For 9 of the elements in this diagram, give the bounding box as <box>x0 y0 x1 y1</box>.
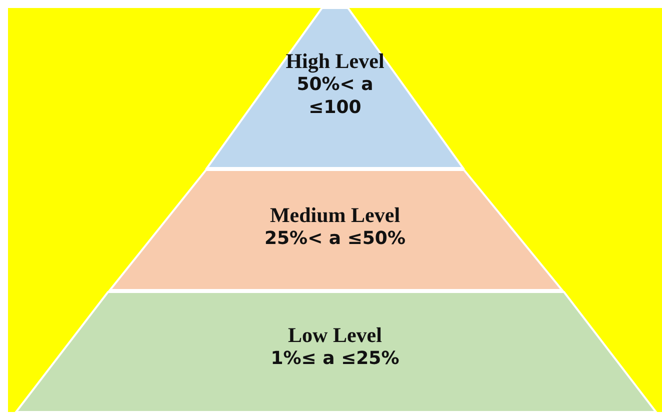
tier-title: Low Level <box>287 322 383 348</box>
tier-title: Medium Level <box>268 202 402 228</box>
pyramid-tier <box>110 170 562 290</box>
tier-title: High Level <box>284 48 386 74</box>
tier-range: 50%< a ≤100 <box>296 74 374 120</box>
pyramid-tier <box>207 8 463 168</box>
pyramid-tier <box>16 292 656 412</box>
tier-range: 1%≤ a ≤25% <box>270 348 400 371</box>
tier-range: 25%< a ≤50% <box>263 228 406 251</box>
